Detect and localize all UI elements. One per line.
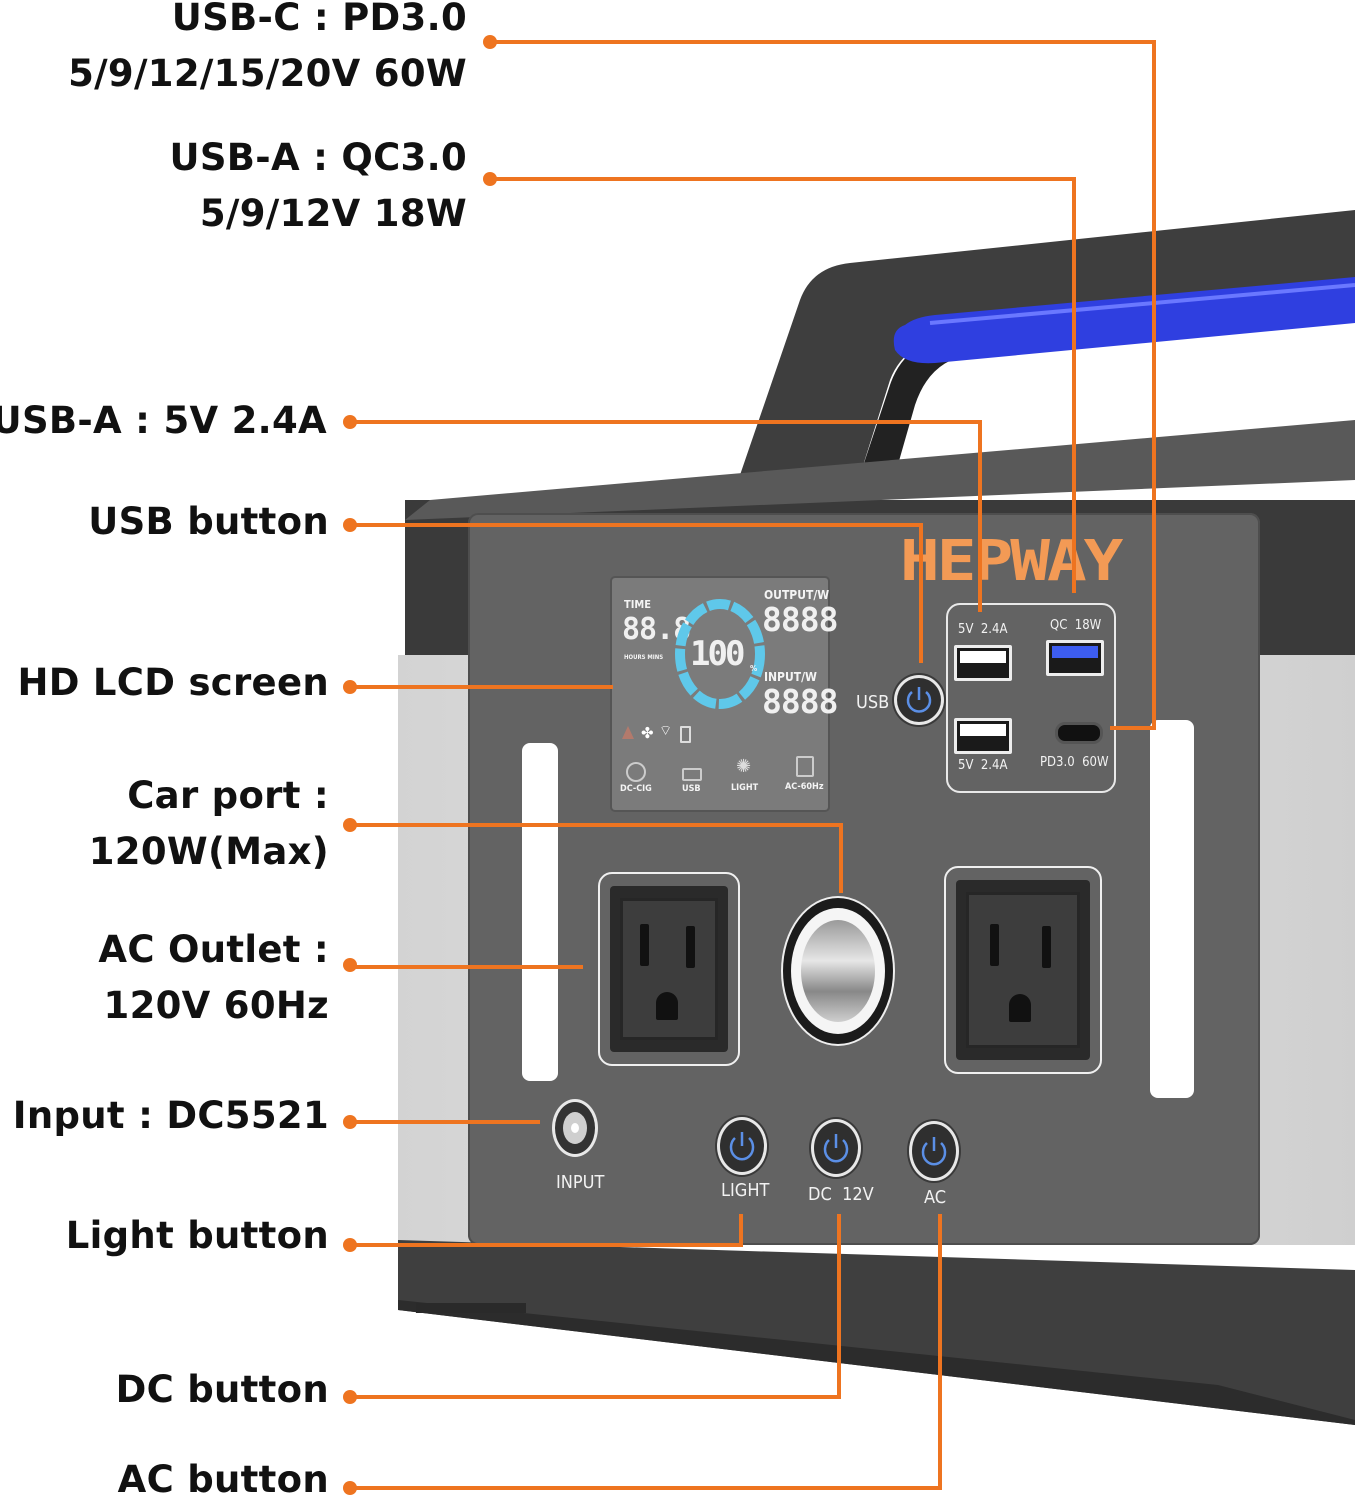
lcd-output-value: 8888 <box>762 600 838 639</box>
lcd-ac-label: AC-60Hz <box>785 782 824 792</box>
lcd-input-label: INPUT/W <box>764 670 817 684</box>
usb-c-label: PD3.0 60W <box>1040 755 1109 770</box>
callout-dot-usb-a-5v <box>343 415 357 429</box>
ac-button-label: AC <box>924 1187 947 1208</box>
usb-a-qc-port[interactable] <box>1046 640 1104 676</box>
power-icon <box>906 687 932 713</box>
lcd-input-value: 8888 <box>762 682 838 721</box>
dc-input-jack[interactable] <box>555 1102 595 1154</box>
callout-usb-a-qc: USB-A : QC3.0 5/9/12V 18W <box>170 130 468 242</box>
light-button-label: LIGHT <box>721 1180 770 1201</box>
callout-ac-outlet-spec: 120V 60Hz <box>103 984 329 1027</box>
brand-logo: HEPWAY <box>900 528 1123 594</box>
callout-usb-a-5v: USB-A : 5V 2.4A <box>0 399 327 442</box>
input-jack-label: INPUT <box>556 1172 605 1193</box>
light-bar-right <box>1150 720 1194 1098</box>
callout-dot-usb-c <box>483 35 497 49</box>
body-base <box>398 1240 1355 1425</box>
callout-usb-a-qc-title: USB-A : QC3.0 <box>169 136 467 179</box>
lcd-battery-unit: % <box>750 664 758 673</box>
lcd-time-units: HOURS MINS <box>624 654 664 661</box>
callout-dot-light-button <box>343 1238 357 1252</box>
callout-dot-input <box>343 1115 357 1129</box>
usb-a-qc-label: QC 18W <box>1050 618 1102 633</box>
ac-outlet-right[interactable] <box>944 866 1102 1074</box>
dc-cig-icon <box>626 762 646 782</box>
usb-power-button[interactable] <box>897 678 941 722</box>
usb-icon <box>682 768 702 781</box>
wifi-icon: ⌔ <box>659 723 673 739</box>
lcd-time-label: TIME <box>624 598 652 611</box>
callout-dot-ac-outlet <box>343 958 357 972</box>
battery-ring <box>675 599 765 709</box>
carry-handle <box>740 210 1355 475</box>
lcd-usb-label: USB <box>682 784 701 794</box>
battery-cell-icon <box>680 726 691 743</box>
lcd-light-label: LIGHT <box>731 783 759 793</box>
handle-grip <box>893 277 1355 364</box>
usb-a-bottom-left-label: 5V 2.4A <box>958 758 1008 773</box>
body-top-edge <box>405 420 1355 520</box>
lcd-screen: TIME 88.8 HOURS MINS 100 % OUTPUT/W 8888… <box>612 578 838 810</box>
callout-ac-button: AC button <box>117 1458 329 1501</box>
ac-socket-icon <box>796 756 814 777</box>
callout-car-port: Car port : 120W(Max) <box>89 768 329 880</box>
callout-input: Input : DC5521 <box>12 1094 329 1137</box>
usb-a-port-bottom-left[interactable] <box>954 718 1012 754</box>
callout-ac-outlet: AC Outlet : 120V 60Hz <box>98 922 329 1034</box>
callout-car-port-title: Car port : <box>127 774 329 817</box>
callout-car-port-spec: 120W(Max) <box>88 830 329 873</box>
fan-icon: ✤ <box>641 724 654 742</box>
callout-lcd: HD LCD screen <box>17 661 329 704</box>
callout-dot-usb-a-qc <box>483 172 497 186</box>
callout-dot-ac-button <box>343 1481 357 1495</box>
dc-power-button[interactable] <box>814 1122 858 1174</box>
usb-button-label: USB <box>856 692 890 713</box>
callout-dot-dc-button <box>343 1390 357 1404</box>
light-power-button[interactable] <box>720 1120 764 1172</box>
car-port[interactable] <box>783 898 893 1044</box>
callout-usb-a-qc-spec: 5/9/12V 18W <box>199 192 467 235</box>
warning-icon <box>622 726 634 739</box>
power-icon <box>729 1132 755 1161</box>
callout-dot-usb-button <box>343 518 357 532</box>
lcd-battery-value: 100 <box>690 634 745 674</box>
usb-a-port-top-left[interactable] <box>954 645 1012 681</box>
lcd-dc-cig-label: DC-CIG <box>620 784 652 794</box>
callout-usb-c-spec: 5/9/12/15/20V 60W <box>68 52 467 95</box>
power-icon <box>921 1137 947 1166</box>
ac-power-button[interactable] <box>912 1124 956 1178</box>
light-bulb-icon: ✺ <box>736 756 752 777</box>
ac-outlet-left[interactable] <box>598 872 740 1066</box>
usb-c-port[interactable] <box>1055 722 1103 744</box>
callout-ac-outlet-title: AC Outlet : <box>98 928 329 971</box>
power-icon <box>823 1134 849 1163</box>
callout-light-button: Light button <box>65 1214 329 1257</box>
callout-usb-button: USB button <box>88 500 329 543</box>
callout-dot-lcd <box>343 680 357 694</box>
callout-dot-car-port <box>343 818 357 832</box>
dc-button-label: DC 12V <box>808 1184 874 1205</box>
usb-port-group <box>946 603 1116 793</box>
light-bar-left <box>522 743 558 1081</box>
callout-usb-c-title: USB-C : PD3.0 <box>171 0 467 39</box>
callout-usb-c: USB-C : PD3.0 5/9/12/15/20V 60W <box>68 0 467 102</box>
callout-dc-button: DC button <box>115 1368 329 1411</box>
usb-a-top-left-label: 5V 2.4A <box>958 622 1008 637</box>
lcd-output-label: OUTPUT/W <box>764 588 830 602</box>
